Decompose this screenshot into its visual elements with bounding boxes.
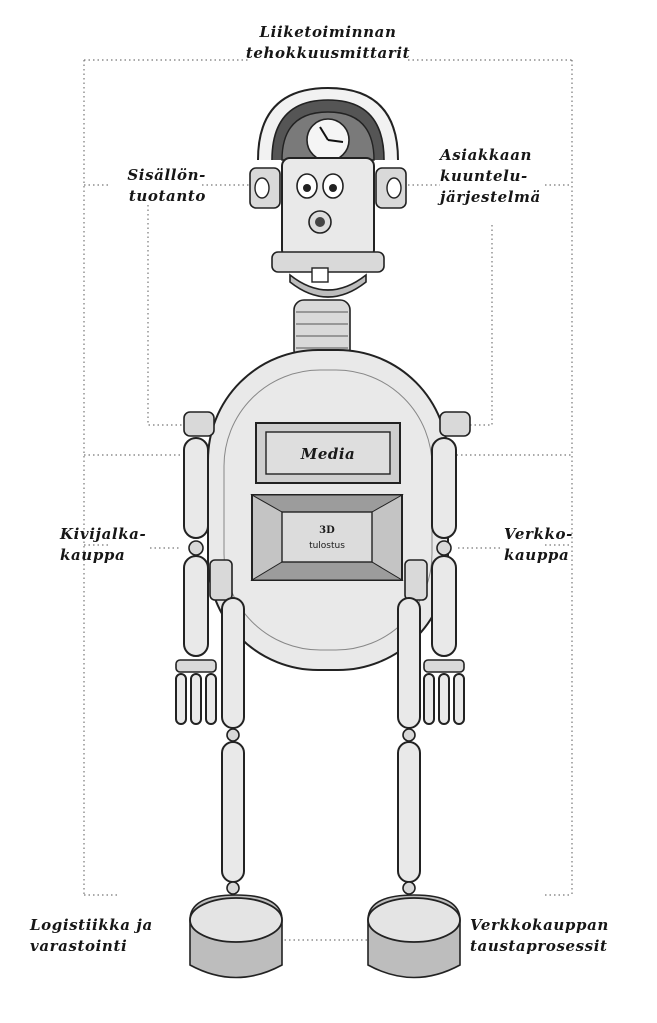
- printer-label-bottom: tulostus: [309, 541, 345, 551]
- media-label: Media: [300, 445, 356, 463]
- head: [249, 86, 407, 298]
- printer-label-top: 3D: [319, 525, 335, 536]
- left-arm: [175, 437, 217, 725]
- label-webstore: Verkko- kauppa: [504, 525, 573, 564]
- right-leg: [367, 597, 461, 979]
- label-logistics: Logistiikka ja varastointi: [30, 916, 153, 955]
- right-arm: [423, 437, 465, 725]
- label-business-metrics: Liiketoiminnan tehokkuusmittarit: [245, 23, 411, 62]
- shoulders: [183, 411, 471, 601]
- label-webstore-backend: Verkkokauppan taustaprosessit: [470, 916, 609, 955]
- left-leg: [189, 597, 283, 979]
- printer-panel: 3D tulostus: [250, 494, 404, 581]
- clock-icon: [281, 111, 375, 162]
- label-customer-listening: Asiakkaan kuuntelu- järjestelmä: [440, 146, 541, 206]
- robot-mouth-icon: [308, 210, 332, 234]
- robot-eye-icon: [296, 173, 344, 199]
- media-screen: Media: [255, 422, 401, 484]
- label-content-production: Sisällön- tuotanto: [127, 166, 206, 205]
- label-brick-and-mortar: Kivijalka- kauppa: [60, 525, 147, 564]
- torso: Media 3D tulostus: [207, 349, 449, 671]
